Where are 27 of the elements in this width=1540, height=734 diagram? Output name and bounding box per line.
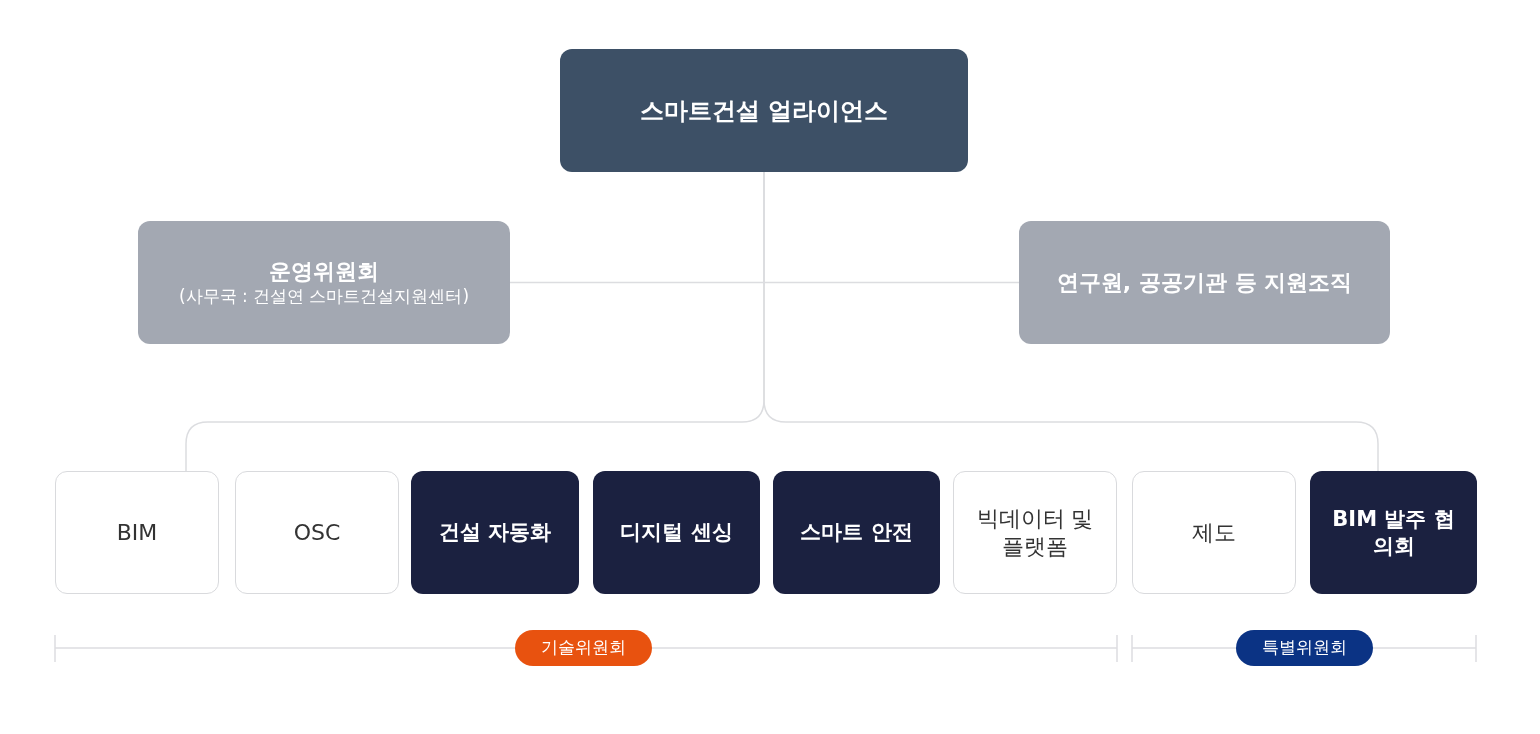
box-title: 디지털 센싱 bbox=[620, 519, 733, 546]
committee-box bbox=[773, 471, 940, 594]
box-title: 운영위원회 bbox=[269, 258, 379, 286]
box-title: 스마트건설 얼라이언스 bbox=[639, 95, 889, 126]
committee-box bbox=[235, 471, 399, 594]
box-subtitle: (사무국 : 건설연 스마트건설지원센터) bbox=[178, 285, 470, 307]
committee-box bbox=[593, 471, 760, 594]
box-title: 건설 자동화 bbox=[438, 519, 552, 546]
committee-box bbox=[953, 471, 1117, 594]
committee-box bbox=[1310, 471, 1477, 594]
box-title: BIM 발주 협의회 bbox=[1331, 506, 1456, 559]
org-box bbox=[138, 221, 510, 344]
box-title: 특별위원회 bbox=[1262, 637, 1347, 659]
box-title: OSC bbox=[293, 518, 341, 547]
committee-box bbox=[55, 471, 219, 594]
committee-box bbox=[411, 471, 579, 594]
box-title: 스마트 안전 bbox=[800, 519, 913, 546]
group-badge bbox=[1236, 630, 1373, 666]
box-title: 빅데이터 및 플랫폼 bbox=[975, 505, 1095, 560]
org-box bbox=[1019, 221, 1390, 344]
group-badge bbox=[515, 630, 652, 666]
box-title: BIM bbox=[116, 518, 158, 547]
box-title: 제도 bbox=[1192, 518, 1236, 547]
org-box bbox=[560, 49, 968, 172]
box-title: 연구원, 공공기관 등 지원조직 bbox=[1056, 268, 1353, 297]
box-title: 기술위원회 bbox=[541, 637, 626, 659]
committee-box bbox=[1132, 471, 1296, 594]
